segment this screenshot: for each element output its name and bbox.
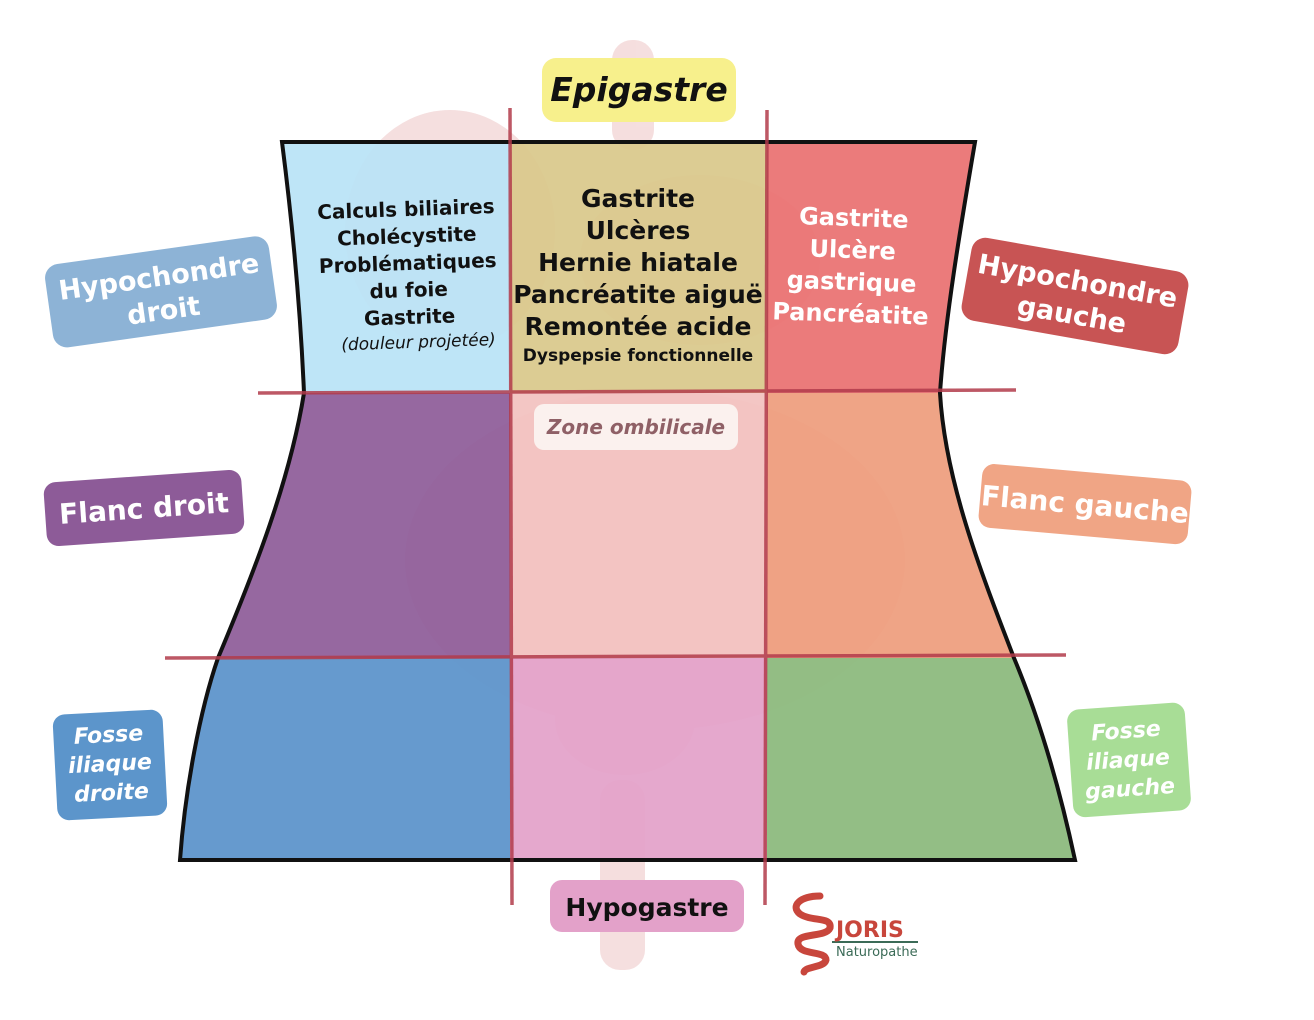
region-epigastre — [510, 142, 767, 393]
horizontal-line-bottom — [164, 653, 1067, 660]
hypochondre-droit-item-5: Gastrite — [364, 303, 456, 330]
zone-ombilicale-label-box — [534, 404, 738, 450]
tag-fosse-iliaque-gauche-line1: Fosse — [1090, 717, 1161, 747]
epigastre-item-3: Hernie hiatale — [538, 248, 738, 277]
hypochondre-gauche-item-2: Ulcère — [809, 235, 896, 266]
intestine-logo-icon — [792, 892, 834, 976]
region-flanc-gauche — [767, 393, 1014, 658]
tag-fosse-iliaque-droite-line2: iliaque — [67, 750, 152, 779]
epigastre-items: Gastrite Ulcères Hernie hiatale Pancréat… — [513, 184, 763, 366]
epigastre-item-4: Pancréatite aiguë — [513, 280, 763, 309]
region-hypochondre-droit — [282, 142, 510, 393]
region-hypochondre-gauche — [767, 142, 975, 393]
region-zone-ombilicale — [510, 393, 767, 658]
epigastre-label-box — [542, 58, 736, 122]
tag-flanc-gauche: Flanc gauche — [978, 464, 1192, 545]
tag-fosse-iliaque-gauche-line2: iliaque — [1085, 745, 1170, 776]
grid-lines — [164, 107, 1067, 906]
region-flanc-droit — [218, 393, 510, 658]
logo-subtitle: Naturopathe — [836, 945, 918, 960]
epigastre-item-1: Gastrite — [581, 184, 695, 213]
tag-hypochondre-droit-box — [45, 236, 277, 348]
tag-flanc-gauche-box — [978, 464, 1192, 545]
hypochondre-gauche-item-3: gastrique — [786, 266, 917, 299]
horizontal-line-top — [257, 388, 1017, 395]
epigastre-item-5: Remontée acide — [525, 312, 752, 341]
hypogastre-label-box — [550, 880, 744, 932]
logo-name: JORIS — [834, 918, 904, 943]
epigastre-item-2: Ulcères — [586, 216, 691, 245]
epigastre-label: Epigastre — [542, 58, 736, 122]
region-fosse-iliaque-droite — [180, 658, 510, 860]
tag-fosse-iliaque-droite: Fosse iliaque droite — [52, 709, 168, 821]
hypochondre-gauche-item-4: Pancréatite — [772, 297, 929, 330]
vertical-line-left — [508, 107, 514, 906]
vertical-line-right — [763, 109, 769, 906]
tag-hypochondre-gauche-box — [961, 237, 1189, 355]
hypogastre-label-text: Hypogastre — [565, 893, 728, 922]
hypochondre-droit-items: Calculs biliaires Cholécystite Problémat… — [317, 194, 497, 355]
tag-hypochondre-gauche: Hypochondre gauche — [961, 237, 1189, 355]
hypochondre-gauche-items: Gastrite Ulcère gastrique Pancréatite — [772, 202, 929, 331]
tag-fosse-iliaque-gauche-box — [1067, 702, 1191, 818]
zone-ombilicale-label-text: Zone ombilicale — [546, 415, 725, 439]
tag-flanc-droit-box — [43, 469, 245, 547]
zone-ombilicale-label: Zone ombilicale — [534, 404, 738, 450]
epigastre-note: Dyspepsie fonctionnelle — [523, 346, 753, 366]
region-hypogastre — [510, 658, 767, 860]
tag-fosse-iliaque-gauche: Fosse iliaque gauche — [1067, 702, 1191, 818]
tag-hypochondre-droit: Hypochondre droit — [45, 236, 277, 348]
hypogastre-label: Hypogastre — [550, 880, 744, 932]
epigastre-label-text: Epigastre — [550, 70, 727, 109]
hypochondre-gauche-item-1: Gastrite — [799, 202, 909, 234]
hypochondre-droit-item-4: du foie — [369, 277, 448, 304]
region-fosse-iliaque-gauche — [767, 658, 1075, 860]
tag-flanc-droit: Flanc droit — [43, 469, 245, 547]
tag-fosse-iliaque-droite-box — [52, 709, 168, 821]
tag-fosse-iliaque-droite-line3: droite — [74, 779, 150, 808]
tag-fosse-iliaque-droite-line1: Fosse — [73, 721, 144, 750]
region-fills — [180, 142, 1075, 860]
hypochondre-droit-item-2: Cholécystite — [337, 222, 477, 251]
joris-logo: JORIS Naturopathe — [792, 892, 918, 976]
